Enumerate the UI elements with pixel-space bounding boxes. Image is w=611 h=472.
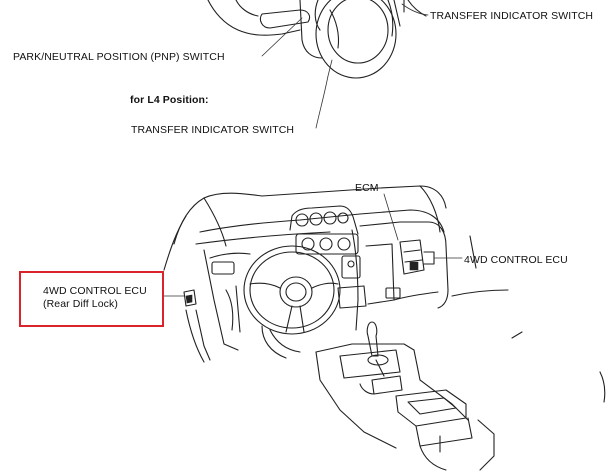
- label-ecm: ECM: [355, 182, 379, 194]
- transmission-illustration: [207, 0, 429, 129]
- label-l4-position: for L4 Position:: [130, 94, 209, 106]
- label-transfer-indicator-switch-top: TRANSFER INDICATOR SWITCH: [430, 10, 594, 22]
- label-pnp-switch: PARK/NEUTRAL POSITION (PNP) SWITCH: [13, 51, 225, 63]
- dashboard-illustration: [163, 185, 606, 471]
- highlight-box: [19, 271, 164, 327]
- label-rear-diff-lock: (Rear Diff Lock): [43, 298, 118, 310]
- label-4wd-control-ecu-right: 4WD CONTROL ECU: [464, 254, 568, 266]
- label-4wd-control-ecu-left: 4WD CONTROL ECU: [43, 285, 147, 297]
- label-transfer-indicator-switch-l4: TRANSFER INDICATOR SWITCH: [131, 124, 295, 136]
